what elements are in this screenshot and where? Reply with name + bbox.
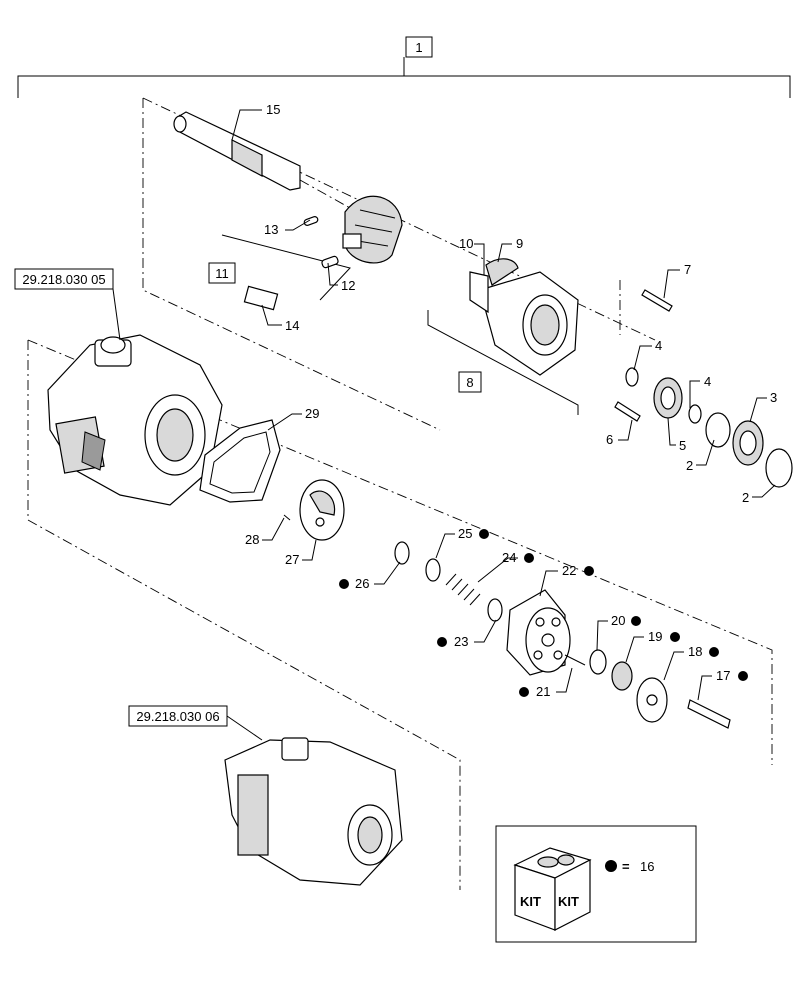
callout-5: 5	[679, 438, 686, 453]
port-plate-part	[283, 479, 345, 541]
kit-dot-26	[339, 579, 349, 589]
callout-3: 3	[770, 390, 777, 405]
shaft-part	[173, 111, 351, 209]
housing-ref-label: 8	[466, 375, 473, 390]
callout-20: 20	[611, 613, 625, 628]
kit-legend: KIT KIT = 16	[495, 825, 697, 943]
housing-group: 8	[427, 258, 579, 415]
screws	[614, 289, 673, 422]
seal-kit-ref-label: 11	[215, 266, 229, 281]
kit-dot-17	[738, 671, 748, 681]
callout-15: 15	[266, 102, 280, 117]
callout-24: 24	[502, 550, 516, 565]
upper-pump-crossref[interactable]: 29.218.030 05	[22, 272, 105, 287]
callout-18: 18	[688, 644, 702, 659]
callout-6: 6	[606, 432, 613, 447]
callout-labels: 15 13 12 14 10 9 7 4 4 3 5 6 2 2 29 28 2…	[245, 102, 777, 699]
callout-7: 7	[684, 262, 691, 277]
kit-dot-19	[670, 632, 680, 642]
callout-23: 23	[454, 634, 468, 649]
upper-pump-illustration: 29.218.030 05	[14, 268, 223, 506]
kit-text-right: KIT	[558, 894, 579, 909]
callout-4b: 4	[704, 374, 711, 389]
kit-text-left: KIT	[520, 894, 541, 909]
callout-9: 9	[516, 236, 523, 251]
callout-19: 19	[648, 629, 662, 644]
callout-29: 29	[305, 406, 319, 421]
lower-pump-crossref[interactable]: 29.218.030 06	[136, 709, 219, 724]
callout-27: 27	[285, 552, 299, 567]
assembly-ref-label: 1	[415, 40, 422, 55]
kit-dot-24	[524, 553, 534, 563]
kit-dot-20	[631, 616, 641, 626]
kit-dot-21	[519, 687, 529, 697]
callout-26: 26	[355, 576, 369, 591]
cylinder-block-small-parts	[394, 541, 503, 622]
kit-marker-icon	[605, 860, 617, 872]
swashplate-part	[342, 195, 403, 264]
kit-dot-25	[479, 529, 489, 539]
callout-14: 14	[285, 318, 299, 333]
assembly-bracket: 1	[17, 36, 791, 98]
kit-dot-23	[437, 637, 447, 647]
bearing-and-rings	[625, 367, 793, 488]
callout-2b: 2	[742, 490, 749, 505]
callout-12: 12	[341, 278, 355, 293]
callout-4a: 4	[655, 338, 662, 353]
seal-kit-group: 11	[208, 216, 351, 311]
kit-markers	[339, 529, 748, 697]
callout-28: 28	[245, 532, 259, 547]
callout-2a: 2	[686, 458, 693, 473]
kit-dot-22	[584, 566, 594, 576]
callout-22: 22	[562, 563, 576, 578]
callout-13: 13	[264, 222, 278, 237]
callout-25: 25	[458, 526, 472, 541]
gasket-part	[199, 419, 281, 503]
cylinder-block-part	[506, 589, 586, 676]
kit-box-icon: KIT KIT	[513, 847, 592, 931]
callout-21: 21	[536, 684, 550, 699]
callout-17: 17	[716, 668, 730, 683]
kit-number: 16	[640, 859, 654, 874]
retainer-parts	[589, 649, 731, 729]
legend-equals: =	[622, 859, 630, 874]
lower-pump-illustration: 29.218.030 06	[128, 705, 403, 886]
leader-lines	[231, 109, 776, 701]
kit-dot-18	[709, 647, 719, 657]
callout-10: 10	[459, 236, 473, 251]
